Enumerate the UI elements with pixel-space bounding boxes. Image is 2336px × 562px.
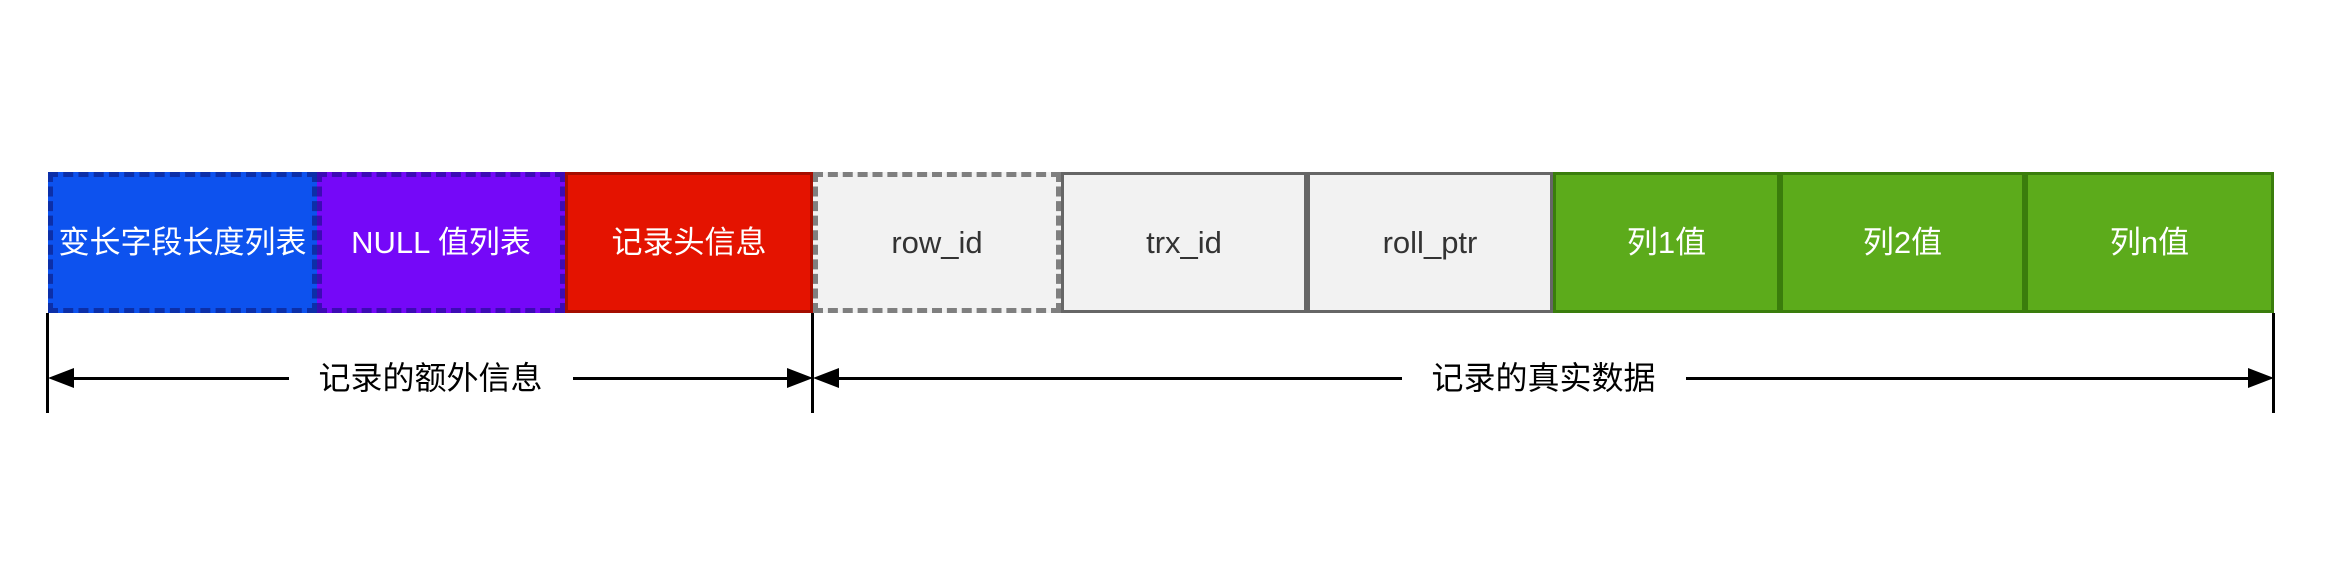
block-roll-ptr: roll_ptr: [1307, 172, 1553, 313]
block-row-id: row_id: [813, 172, 1061, 313]
arrow-line: [1685, 376, 2249, 380]
arrow-line: [572, 376, 788, 380]
block-col-n-value: 列n值: [2025, 172, 2274, 313]
block-null-value-list: NULL 值列表: [317, 172, 565, 313]
block-trx-id: trx_id: [1061, 172, 1307, 313]
extra-info-span-arrow: 记录的额外信息: [48, 357, 814, 399]
span-tick-middle: [811, 313, 814, 413]
arrowhead-left-icon: [48, 368, 74, 388]
arrow-line: [74, 376, 289, 380]
block-col-1-value: 列1值: [1553, 172, 1780, 313]
block-record-header-info: 记录头信息: [565, 172, 813, 313]
arrow-line: [839, 376, 1402, 380]
span-tick-right: [2272, 313, 2275, 413]
block-col-2-value: 列2值: [1780, 172, 2025, 313]
real-data-span-label: 记录的真实数据: [1431, 360, 1656, 396]
block-varlen-field-length-list: 变长字段长度列表: [48, 172, 317, 313]
arrowhead-right-icon: [2248, 368, 2275, 388]
span-tick-left: [46, 313, 49, 413]
record-blocks-row: 变长字段长度列表 NULL 值列表 记录头信息 row_id trx_id ro…: [48, 172, 2274, 313]
extra-info-span-label: 记录的额外信息: [318, 360, 543, 396]
arrowhead-left-icon: [813, 368, 839, 388]
arrowhead-right-icon: [787, 368, 814, 388]
real-data-span-arrow: 记录的真实数据: [813, 357, 2275, 399]
